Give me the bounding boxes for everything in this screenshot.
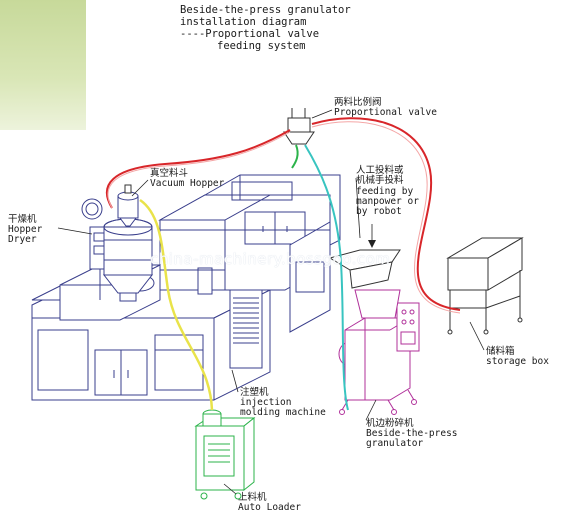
proportional-valve <box>283 108 315 145</box>
title-line-1: Beside-the-press granulator <box>180 4 351 16</box>
hopper-dryer <box>81 184 154 302</box>
feeding-label-en-1: feeding by <box>356 186 414 197</box>
dryer-label-en-2: Dryer <box>8 234 37 245</box>
valve-label-cn: 两料比例阀 <box>334 97 382 108</box>
storage-box-label-cn: 储料箱 <box>486 346 515 357</box>
storage-box-label-en: storage box <box>486 356 549 367</box>
watermark: china-machinery.bossgoo.com <box>150 250 391 268</box>
injection-molding-machine <box>31 174 341 401</box>
storage-box <box>446 237 524 335</box>
dryer-label-en-1: Hopper <box>8 224 43 235</box>
title-line-3: ----Proportional valve <box>180 28 320 40</box>
beside-press-granulator <box>328 249 420 415</box>
vacuum-hopper-label-en: Vacuum Hopper <box>150 178 225 189</box>
diagram-title: Beside-the-press granulator installation… <box>180 4 351 52</box>
auto-loader-label-cn: 上料机 <box>238 492 267 503</box>
feeding-label-cn-2: 机械手投料 <box>356 175 404 186</box>
granulator-label-en-1: Beside-the-press <box>366 428 458 439</box>
machine-label-en-2: molding machine <box>240 407 326 418</box>
title-line-4: feeding system <box>217 40 306 52</box>
machine-label-cn: 注塑机 <box>240 387 269 398</box>
title-line-2: installation diagram <box>180 16 307 28</box>
feeding-label-en-2: manpower or <box>356 196 419 207</box>
vacuum-hopper-label-cn: 真空料斗 <box>150 168 189 179</box>
feeding-label-en-3: by robot <box>356 206 402 217</box>
leader-lines <box>57 109 485 495</box>
auto-loader <box>194 409 256 500</box>
valve-label-en: Proportional valve <box>334 107 437 118</box>
auto-loader-label-en: Auto Loader <box>238 502 301 513</box>
granulator-label-en-2: granulator <box>366 438 424 449</box>
pipes <box>106 117 461 411</box>
dryer-label-cn: 干燥机 <box>8 214 37 225</box>
feeding-label-cn-1: 人工投料或 <box>356 165 404 176</box>
machine-label-en-1: injection <box>240 397 292 408</box>
corner-decoration <box>0 0 86 130</box>
granulator-label-cn: 机边粉碎机 <box>366 418 414 429</box>
